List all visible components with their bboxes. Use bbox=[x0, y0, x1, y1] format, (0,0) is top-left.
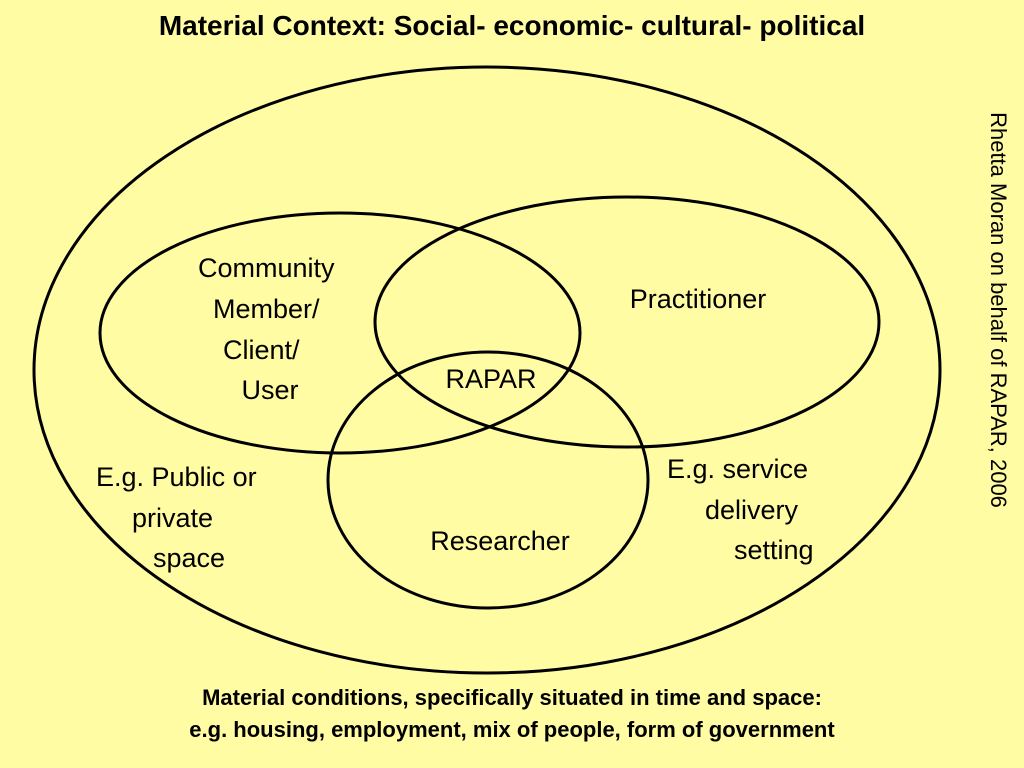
practitioner-ellipse bbox=[373, 195, 881, 449]
practitioner-label: Practitioner bbox=[630, 284, 767, 314]
left-example-line: space bbox=[153, 543, 225, 573]
diagram-title: Material Context: Social- economic- cult… bbox=[158, 10, 866, 41]
researcher-circle bbox=[326, 350, 650, 610]
right-example-line: E.g. service bbox=[667, 454, 808, 484]
community-label-line: Community bbox=[198, 253, 335, 283]
footer-line: e.g. housing, employment, mix of people,… bbox=[189, 717, 835, 742]
community-label-line: Member/ bbox=[213, 294, 320, 324]
footer-line: Material conditions, specifically situat… bbox=[202, 685, 822, 710]
left-example-line: E.g. Public or bbox=[96, 462, 257, 492]
community-label: Community Member/ Client/ User bbox=[198, 253, 342, 405]
community-label-line: User bbox=[241, 375, 298, 405]
credit-text: Rhetta Moran on behalf of RAPAR, 2006 bbox=[986, 112, 1011, 508]
community-ellipse bbox=[98, 211, 582, 455]
right-example-line: setting bbox=[734, 535, 814, 565]
left-example-label: E.g. Public or private space bbox=[96, 462, 264, 573]
outer-context-ellipse bbox=[32, 65, 942, 675]
right-example-line: delivery bbox=[705, 495, 799, 525]
community-label-line: Client/ bbox=[223, 335, 300, 365]
right-example-label: E.g. service delivery setting bbox=[667, 454, 816, 565]
researcher-label: Researcher bbox=[430, 526, 570, 556]
left-example-line: private bbox=[132, 503, 213, 533]
footer-caption: Material conditions, specifically situat… bbox=[0, 682, 1024, 746]
center-label: RAPAR bbox=[445, 364, 536, 394]
